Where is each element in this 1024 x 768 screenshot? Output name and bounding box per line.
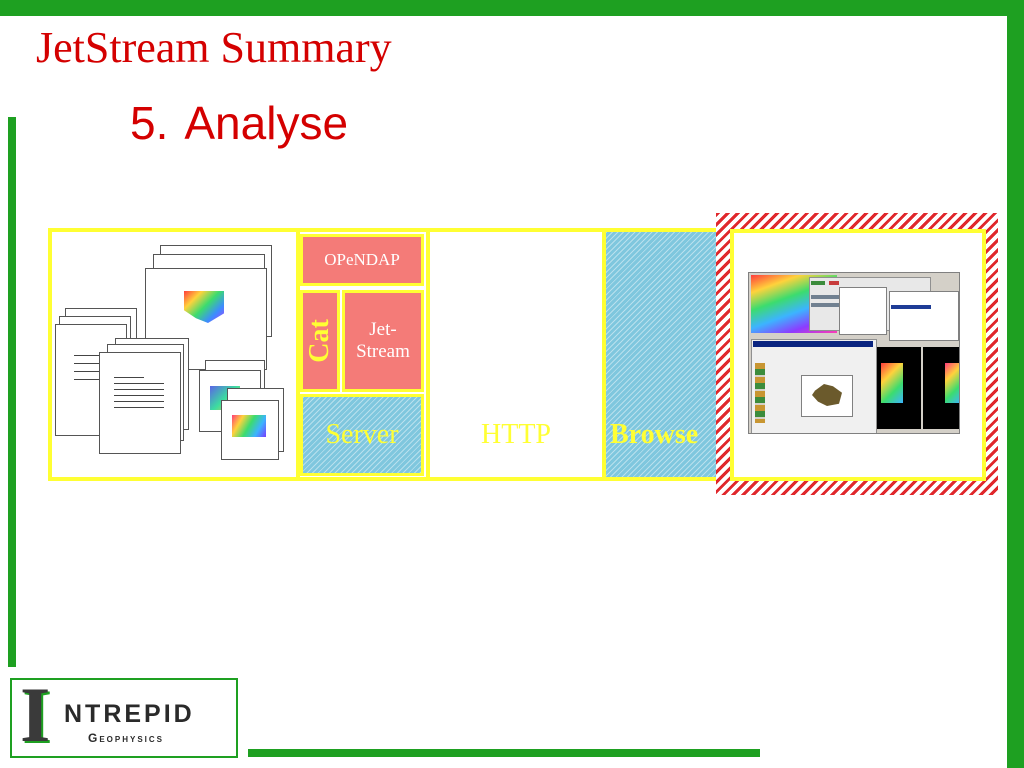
right-green-bar (1007, 0, 1024, 768)
server-box: Server (300, 394, 424, 476)
column-divider (296, 232, 300, 477)
spreadsheet-document (99, 352, 181, 454)
step-label: Analyse (184, 97, 349, 149)
left-green-line (8, 117, 16, 667)
opendap-label: OPeNDAP (324, 250, 400, 269)
color-image-2 (945, 363, 959, 403)
jetstream-label-line1: Jet- (369, 319, 397, 340)
australia-map (801, 375, 853, 417)
slide-title: JetStream Summary (36, 23, 392, 72)
browser-label: Browse (610, 419, 699, 450)
bottom-green-line (248, 749, 760, 757)
cat-box: Cat (300, 290, 340, 392)
application-screenshots (748, 272, 960, 434)
intrepid-logo: I NTREPID Geophysics (10, 671, 238, 758)
step-number: 5. (130, 97, 169, 149)
top-green-bar (0, 0, 1024, 16)
logo-initial: I (20, 671, 51, 758)
logo-tagline: Geophysics (88, 731, 165, 745)
cat-label: Cat (304, 319, 336, 363)
browser-column: Browse (606, 232, 718, 477)
opendap-box: OPeNDAP (300, 234, 424, 286)
grid-image-document (221, 400, 279, 460)
logo-name: NTREPID (64, 700, 195, 728)
http-label: HTTP (481, 419, 551, 450)
server-label: Server (325, 419, 399, 450)
data-documents-illustration (55, 240, 290, 465)
jetstream-label-line2: Stream (356, 341, 410, 362)
http-column: HTTP (426, 232, 606, 477)
jetstream-box: Jet- Stream (342, 290, 424, 392)
slide-subtitle: 5. Analyse (130, 100, 348, 146)
color-image-1 (881, 363, 903, 403)
